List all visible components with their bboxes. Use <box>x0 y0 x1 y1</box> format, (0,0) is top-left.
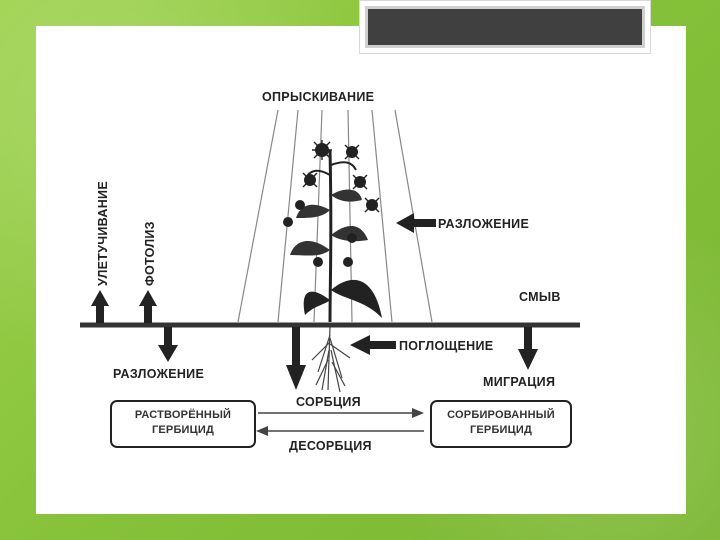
spray-line <box>238 110 278 322</box>
up-arrow-icon <box>139 290 157 323</box>
flower-petals <box>303 140 379 212</box>
spray-line <box>372 110 392 322</box>
sorbed-box-line1: СОРБИРОВАННЫЙ <box>432 408 570 423</box>
uptake-label: ПОГЛОЩЕНИЕ <box>399 339 493 353</box>
decomposition-soil-label: РАЗЛОЖЕНИЕ <box>113 367 204 381</box>
volatilization-label: УЛЕТУЧИВАНИЕ <box>96 181 110 286</box>
spray-line <box>278 110 298 322</box>
up-arrow-icon <box>91 290 109 323</box>
spraying-label: ОПРЫСКИВАНИЕ <box>262 90 374 104</box>
sorption-label: СОРБЦИЯ <box>296 395 361 409</box>
photolysis-label: ФОТОЛИЗ <box>143 221 157 286</box>
dissolved-box-line2: ГЕРБИЦИД <box>112 423 254 438</box>
dissolved-box-line1: РАСТВОРЁННЫЙ <box>112 408 254 423</box>
down-arrow-icon <box>286 327 306 390</box>
roots-icon <box>312 326 350 392</box>
migration-label: МИГРАЦИЯ <box>483 375 555 389</box>
dissolved-herbicide-box: РАСТВОРЁННЫЙ ГЕРБИЦИД <box>110 400 256 448</box>
sorption-arrow-icon <box>258 408 424 418</box>
left-arrow-icon <box>350 335 396 355</box>
plant-icon <box>283 140 382 322</box>
washoff-label: СМЫВ <box>519 290 561 304</box>
decomposition-plant-label: РАЗЛОЖЕНИЕ <box>438 217 529 231</box>
desorption-label: ДЕСОРБЦИЯ <box>289 439 372 453</box>
desorption-arrow-icon <box>256 426 424 436</box>
sorbed-herbicide-box: СОРБИРОВАННЫЙ ГЕРБИЦИД <box>430 400 572 448</box>
down-arrow-icon <box>518 327 538 370</box>
sorbed-box-line2: ГЕРБИЦИД <box>432 423 570 438</box>
down-arrow-icon <box>158 327 178 362</box>
